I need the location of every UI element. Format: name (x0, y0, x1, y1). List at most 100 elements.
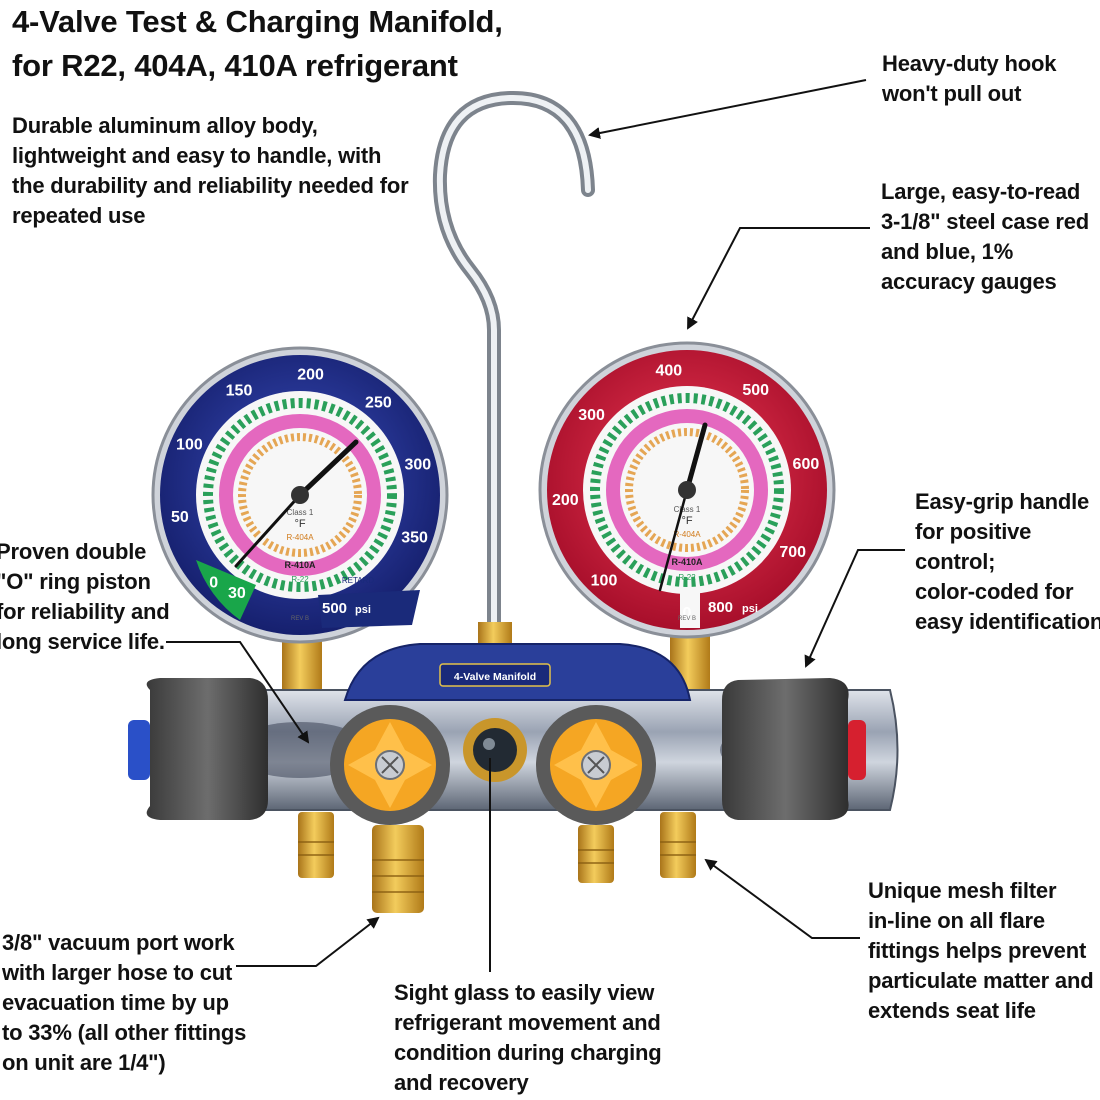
low-gauge-r22: R-22 (291, 575, 309, 584)
low-gauge-scale: 0 50 100 150 200 250 300 350 (171, 367, 431, 592)
low-gauge-green-value: 30 (228, 585, 246, 602)
callout-line: for reliability and (0, 599, 170, 624)
callout-line: fittings helps prevent (868, 938, 1087, 963)
low-gauge-r410a: R-410A (284, 560, 316, 570)
callout-line: "O" ring piston (0, 569, 151, 594)
title-line: for R22, 404A, 410A refrigerant (12, 48, 458, 83)
callout-line: condition during charging (394, 1040, 662, 1065)
high-side-handle[interactable] (722, 678, 866, 820)
callout-body: Durable aluminum alloy body, lightweight… (12, 111, 409, 231)
sight-glass (463, 718, 527, 782)
callout-line: easy identification (915, 609, 1100, 634)
high-valve-knob[interactable] (536, 705, 656, 825)
high-gauge-r404a: R-404A (673, 530, 701, 539)
callout-line: and blue, 1% (881, 239, 1014, 264)
callout-line: color-coded for (915, 579, 1074, 604)
high-gauge-rev: REV B (678, 616, 696, 622)
low-gauge-tick-label: 100 (176, 436, 203, 453)
callout-line: refrigerant movement and (394, 1010, 661, 1035)
low-gauge-retard: RETARD (342, 576, 375, 585)
callout-line: lightweight and easy to handle, with (12, 143, 382, 168)
low-gauge-temp-unit: °F (294, 518, 305, 530)
callout-line: 3-1/8" steel case red (881, 209, 1090, 234)
hook-arrow (588, 79, 867, 139)
callout-arrows (166, 79, 905, 972)
callout-line: Unique mesh filter (868, 878, 1057, 903)
high-gauge-needle (684, 422, 708, 493)
callout-line: Sight glass to easily view (394, 980, 655, 1005)
high-gauge-scale: 0 100 200 300 400 500 600 700 (552, 362, 819, 622)
callout-line: won't pull out (882, 81, 1022, 106)
filter-arrow (704, 858, 860, 939)
manifold-label: 4-Valve Manifold (454, 671, 536, 683)
callout-mesh-filter: Unique mesh filter in-line on all flare … (868, 876, 1094, 1026)
callout-handle: Easy-grip handle for positive control; c… (915, 487, 1100, 637)
callout-line: with larger hose to cut (2, 960, 233, 985)
low-gauge-tick-label: 200 (297, 367, 324, 384)
callout-line: repeated use (12, 203, 146, 228)
high-pressure-gauge: 0 100 200 300 400 500 600 700 800 psi Class 1 °… (538, 341, 836, 639)
callout-hook: Heavy-duty hook won't pull out (882, 49, 1056, 109)
page-title: 4-Valve Test & Charging Manifold, for R2… (12, 0, 503, 88)
low-gauge-rev: REV B (291, 616, 309, 622)
callout-line: for positive (915, 519, 1032, 544)
high-gauge-unit-value: 800 (708, 599, 733, 616)
callout-gauges: Large, easy-to-read 3-1/8" steel case re… (881, 177, 1089, 297)
high-gauge-tick-label: 300 (578, 407, 605, 424)
low-side-handle[interactable] (128, 678, 268, 820)
high-gauge-r22: R-22 (678, 573, 696, 582)
callout-line: Large, easy-to-read (881, 179, 1081, 204)
gauges-arrow (687, 227, 870, 330)
high-gauge-r410a: R-410A (671, 557, 703, 567)
low-gauge-unit: psi (355, 604, 371, 616)
flare-fittings (298, 812, 696, 913)
high-gauge-class: Class 1 (674, 505, 701, 514)
callout-vacuum-port: 3/8" vacuum port work with larger hose t… (2, 928, 246, 1078)
high-gauge-tick-label: 0 (683, 605, 692, 622)
high-gauge-tick-label: 700 (779, 544, 806, 561)
callout-piston: Proven double "O" ring piston for reliab… (0, 537, 170, 657)
manifold-badge (439, 663, 551, 687)
high-gauge-temp-unit: °F (681, 515, 692, 527)
callout-line: Easy-grip handle (915, 489, 1090, 514)
callout-line: and recovery (394, 1070, 529, 1095)
callout-line: long service life. (0, 629, 165, 654)
callout-line: extends seat life (868, 998, 1036, 1023)
callout-line: on unit are 1/4") (2, 1050, 166, 1075)
callout-line: Proven double (0, 539, 147, 564)
low-gauge-tick-label: 250 (365, 395, 392, 412)
low-gauge-tick-label: 0 (209, 574, 218, 591)
callout-line: 3/8" vacuum port work (2, 930, 235, 955)
title-line: 4-Valve Test & Charging Manifold, (12, 4, 503, 39)
callout-line: particulate matter and (868, 968, 1094, 993)
low-gauge-tick-label: 150 (226, 382, 253, 399)
low-gauge-tick-label: 350 (401, 530, 428, 547)
callout-line: evacuation time by up (2, 990, 229, 1015)
low-gauge-tick-label: 50 (171, 509, 189, 526)
vacuum-arrow (236, 916, 380, 967)
low-valve-knob[interactable] (330, 705, 450, 825)
high-gauge-tick-label: 500 (742, 382, 769, 399)
high-gauge-unit: psi (742, 603, 758, 615)
low-pressure-gauge: 0 50 100 150 200 250 300 350 500 psi 30 Class 1… (151, 346, 449, 644)
callout-line: in-line on all flare (868, 908, 1045, 933)
high-gauge-tick-label: 600 (793, 456, 820, 473)
high-gauge-tick-label: 200 (552, 492, 579, 509)
low-gauge-tick-label: 300 (404, 456, 431, 473)
low-gauge-unit-value: 500 (322, 600, 347, 617)
high-gauge-tick-label: 400 (655, 362, 682, 379)
callout-line: control; (915, 549, 996, 574)
handle-arrow (804, 549, 905, 668)
low-gauge-needle (297, 439, 359, 498)
callout-line: Heavy-duty hook (882, 51, 1057, 76)
hook (432, 90, 595, 647)
piston-arrow (166, 641, 310, 744)
high-gauge-tick-label: 100 (591, 572, 618, 589)
callout-line: Durable aluminum alloy body, (12, 113, 318, 138)
callout-sight-glass: Sight glass to easily view refrigerant m… (394, 978, 662, 1098)
callout-line: accuracy gauges (881, 269, 1057, 294)
low-gauge-class: Class 1 (287, 508, 314, 517)
low-gauge-r404a: R-404A (286, 533, 314, 542)
callout-line: the durability and reliability needed fo… (12, 173, 409, 198)
